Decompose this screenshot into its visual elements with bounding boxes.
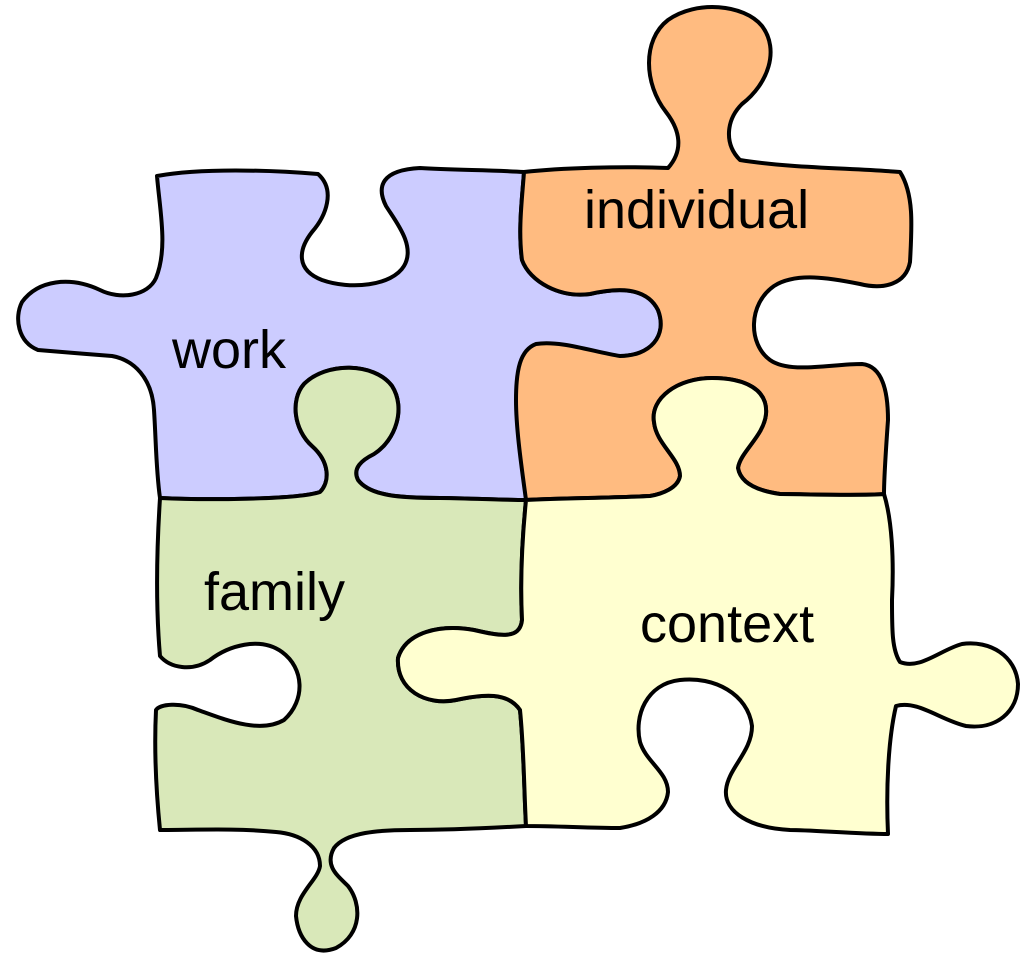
label-context: context: [640, 594, 814, 654]
label-work: work: [171, 320, 287, 380]
label-individual: individual: [584, 180, 809, 240]
puzzle-piece-family-shape: [153, 365, 528, 953]
puzzle-piece-context-shape: [395, 376, 1020, 836]
puzzle-piece-context: [395, 376, 1020, 836]
label-family: family: [204, 562, 345, 622]
puzzle-piece-family: [153, 365, 528, 953]
